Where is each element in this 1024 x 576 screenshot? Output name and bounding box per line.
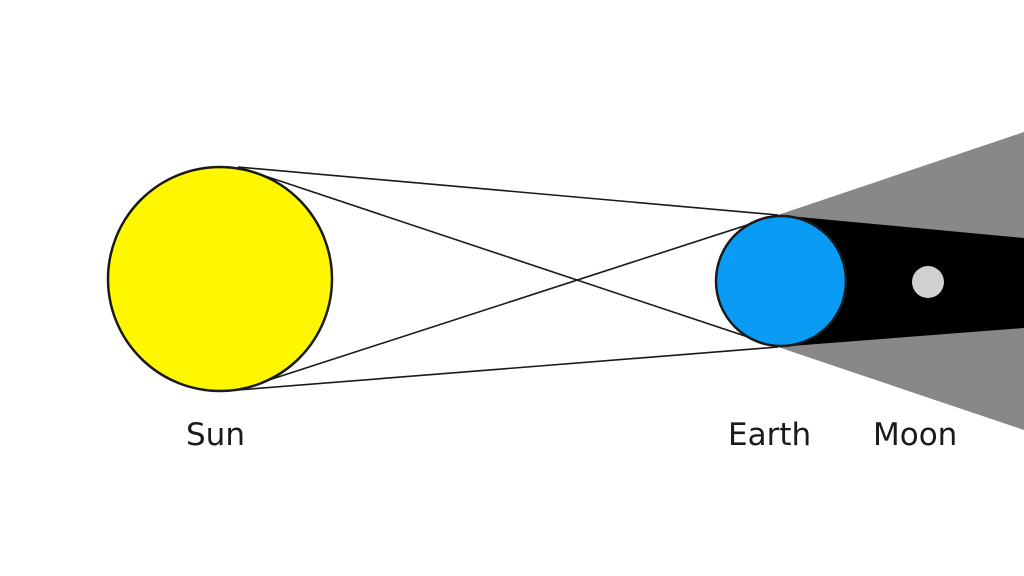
moon-label: Moon	[873, 417, 958, 453]
inner-tangent-down	[237, 166, 779, 348]
inner-tangent-up	[237, 214, 779, 391]
outer-tangent-bottom	[237, 346, 779, 391]
earth-label: Earth	[728, 417, 812, 453]
sun-label: Sun	[186, 417, 245, 453]
earth-circle	[714, 214, 848, 348]
umbra-shadow	[778, 215, 1024, 347]
outer-tangent-top	[237, 166, 779, 216]
sun-circle	[106, 165, 334, 393]
moon-circle	[912, 266, 944, 298]
